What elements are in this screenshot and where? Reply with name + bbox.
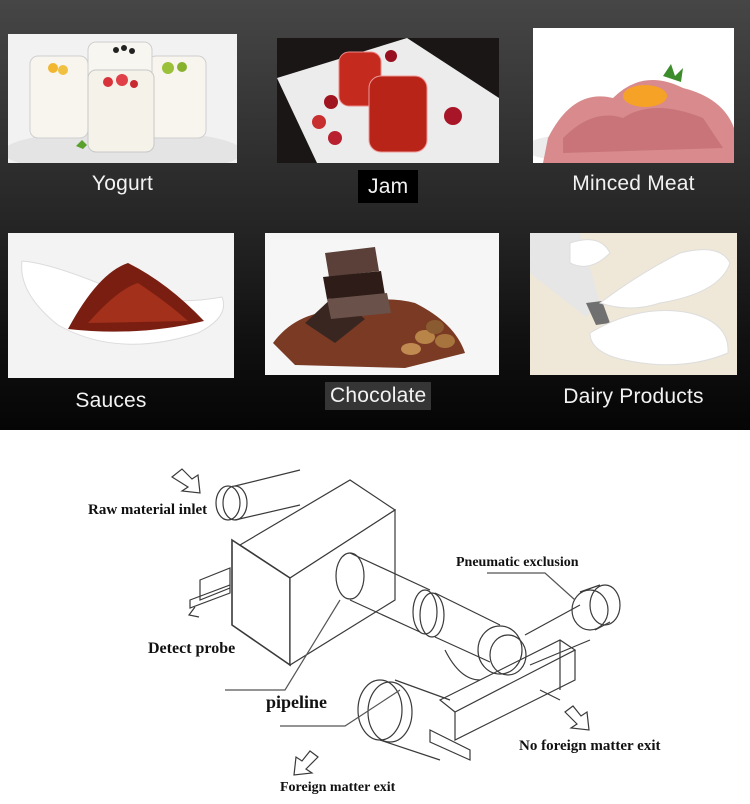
label-foreign-matter-exit: Foreign matter exit [280, 780, 396, 795]
label-pneumatic-exclusion: Pneumatic exclusion [456, 555, 579, 570]
minced-meat-caption: Minced Meat [572, 172, 695, 195]
chocolate-image [265, 233, 499, 375]
dairy-products-image [530, 233, 737, 375]
inlet-arrow-icon [170, 468, 201, 494]
label-detect-probe: Detect probe [148, 640, 236, 657]
sauces-image [8, 233, 234, 378]
label-raw-material-inlet: Raw material inlet [88, 502, 208, 518]
applications-panel: Yogurt Jam Minced Meat [0, 0, 750, 430]
yogurt-image [8, 34, 237, 163]
metal-detector-diagram: Raw material inlet Pneumatic exclusion D… [0, 430, 750, 804]
jam-image [277, 38, 499, 163]
jam-caption: Jam [358, 170, 419, 203]
no-foreign-exit-arrow-icon [564, 705, 590, 731]
foreign-exit-arrow-icon [293, 750, 319, 776]
label-no-foreign-matter-exit: No foreign matter exit [519, 738, 661, 754]
minced-meat-image [533, 28, 734, 163]
dairy-products-caption: Dairy Products [563, 385, 704, 408]
chocolate-caption: Chocolate [325, 382, 432, 410]
yogurt-caption: Yogurt [91, 172, 154, 195]
sauces-caption: Sauces [75, 389, 147, 412]
label-pipeline: pipeline [266, 692, 328, 712]
pipeline-machine-drawing [170, 468, 621, 776]
